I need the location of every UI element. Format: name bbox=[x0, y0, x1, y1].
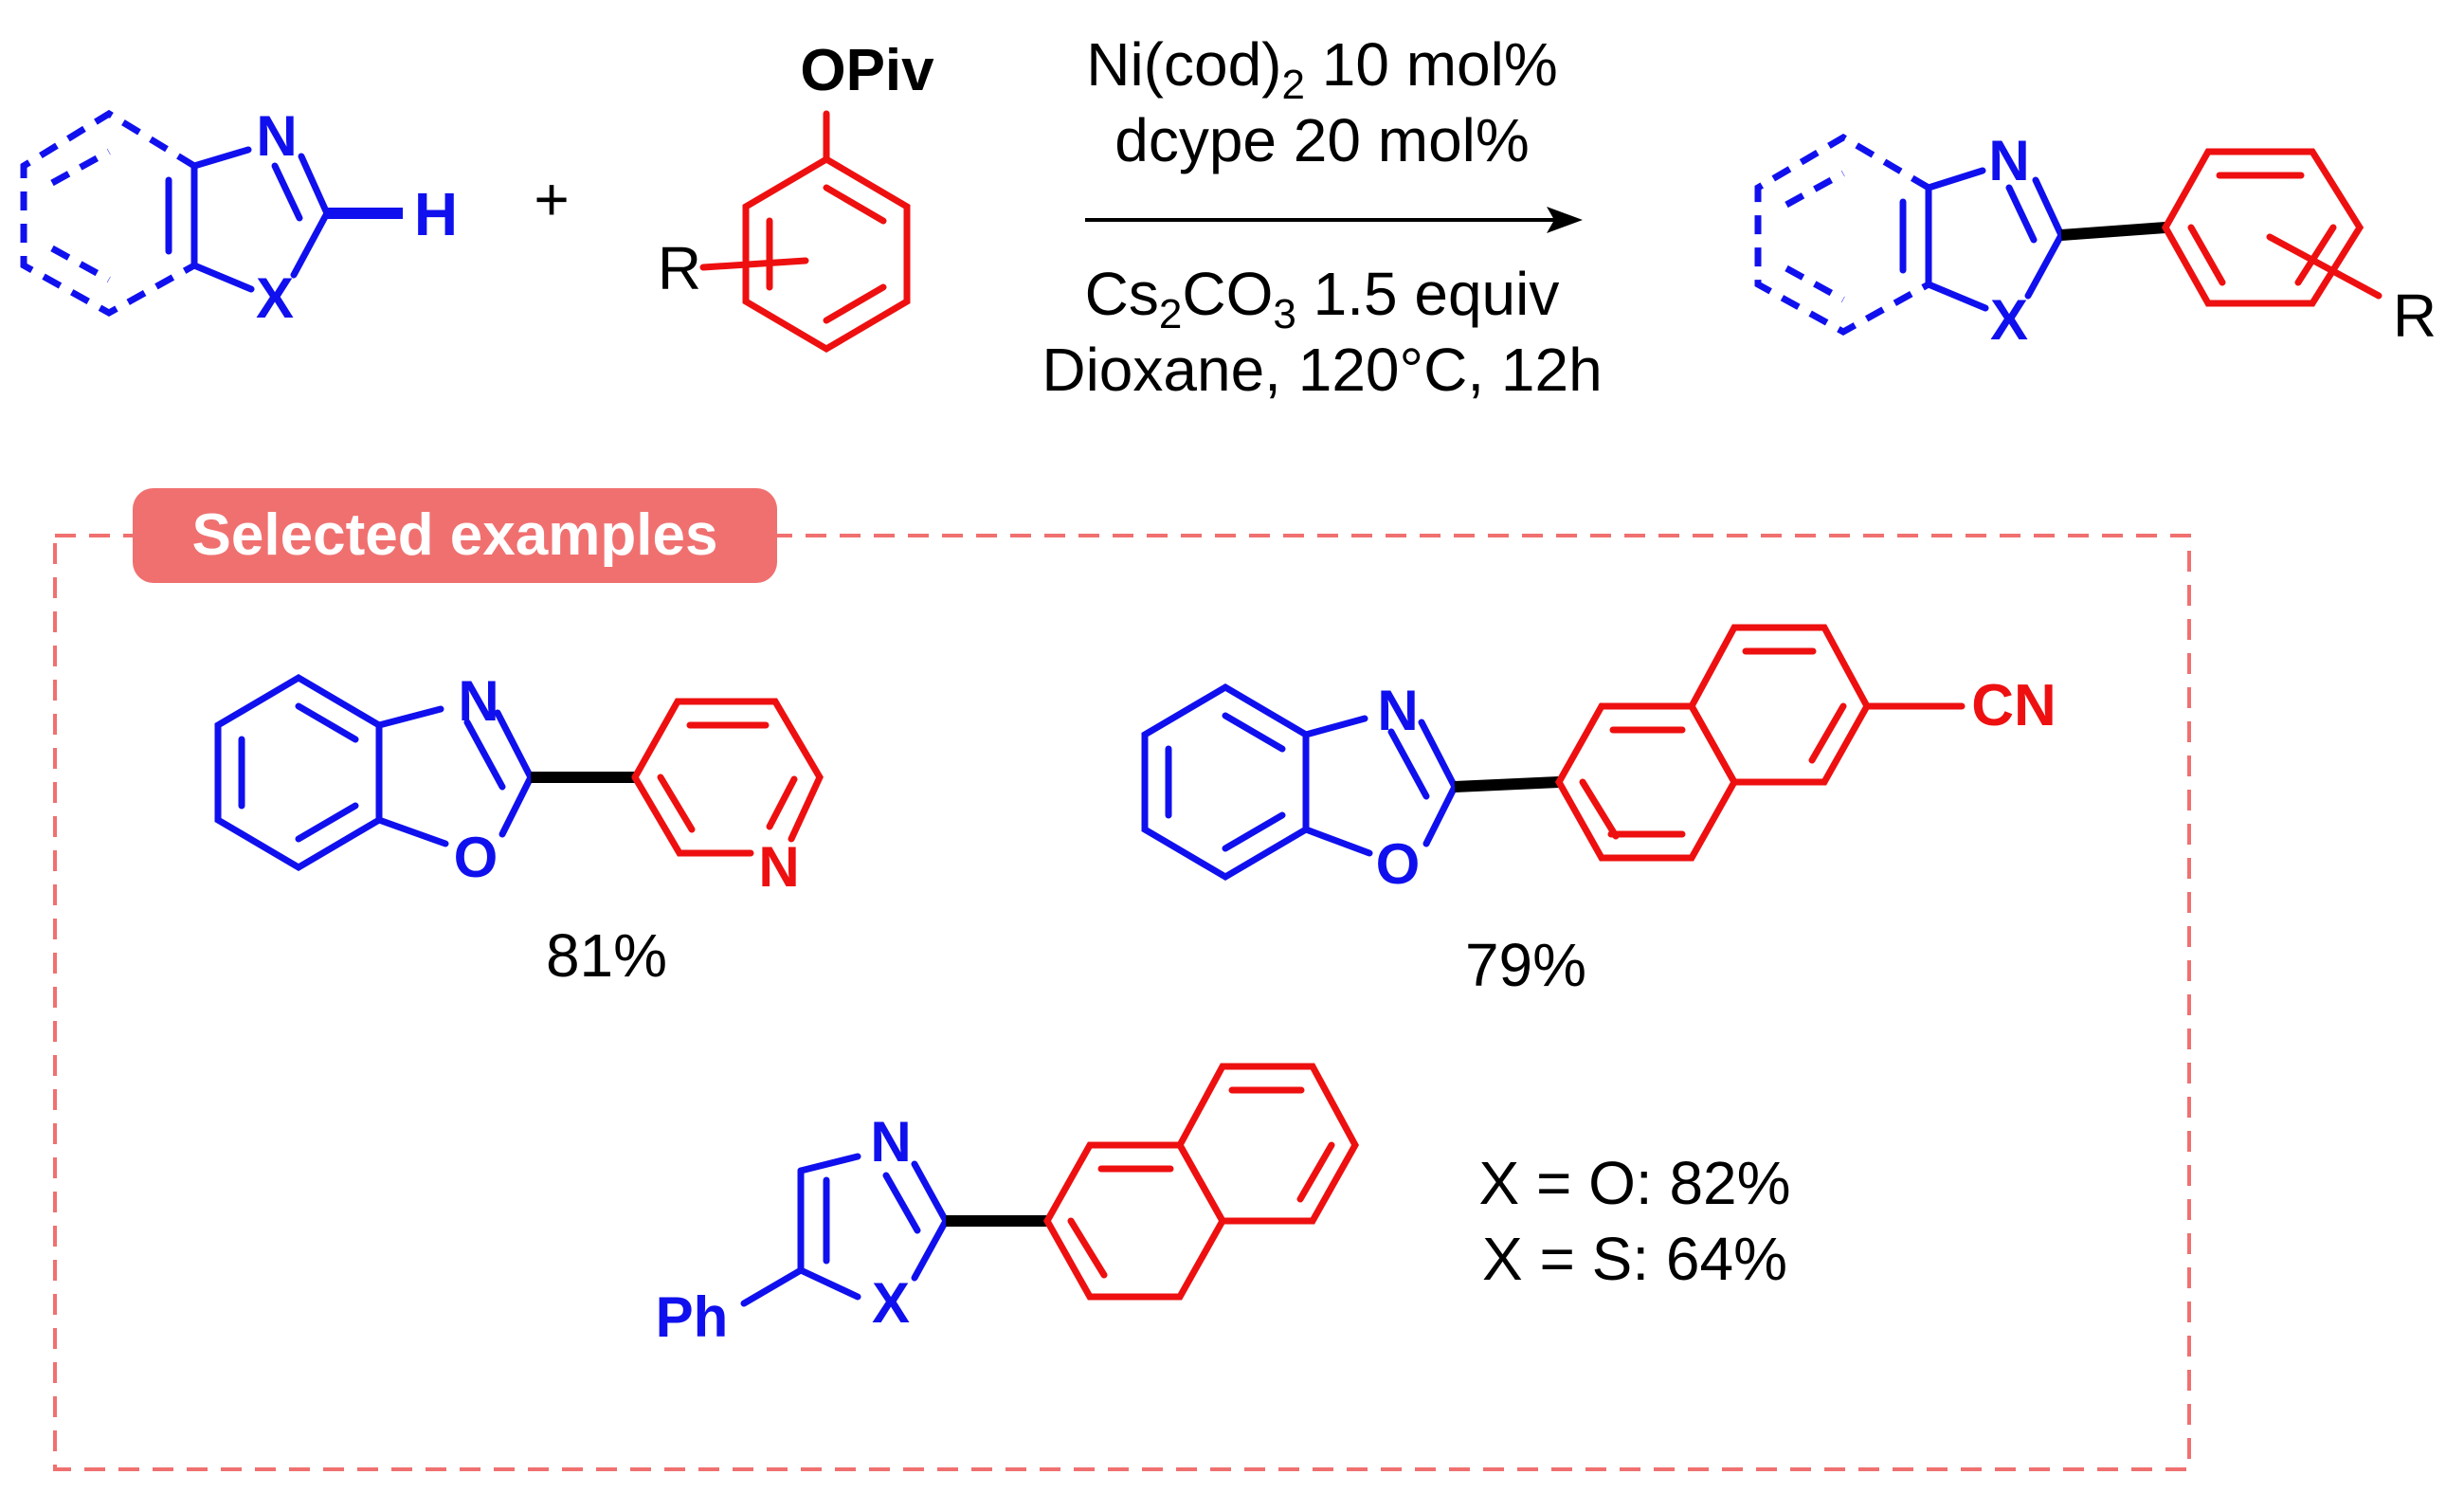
ex2-atom-n: N bbox=[1377, 679, 1418, 742]
example-2: N O CN 79% bbox=[1141, 624, 2056, 999]
r-label: R bbox=[658, 234, 701, 302]
plus-sign: + bbox=[534, 165, 569, 233]
example-1: N O N 81% bbox=[214, 669, 824, 990]
ligand-line: dcype 20 mol% bbox=[1114, 106, 1530, 174]
examples-badge bbox=[133, 488, 777, 583]
ex3-atom-x: X bbox=[872, 1271, 910, 1335]
product-atom-x: X bbox=[1990, 288, 2028, 352]
examples-title: Selected examples bbox=[192, 502, 718, 568]
atom-x: X bbox=[256, 266, 294, 330]
ex1-atom-n: N bbox=[458, 669, 498, 733]
example-3: N X Ph X = O: 82% X = S: 64% bbox=[656, 1063, 1791, 1349]
base-line: Cs2CO3 1.5 equiv bbox=[1085, 260, 1560, 337]
reactant-heteroarene: N X H bbox=[20, 104, 458, 330]
ex2-yield: 79% bbox=[1465, 931, 1586, 999]
ex3-atom-n: N bbox=[870, 1110, 911, 1174]
opiv-label: OPiv bbox=[800, 38, 934, 103]
product-atom-n: N bbox=[1988, 129, 2029, 192]
ex1-pyridine-n: N bbox=[758, 835, 799, 899]
atom-h: H bbox=[414, 180, 458, 248]
solvent-line: Dioxane, 120°C, 12h bbox=[1042, 336, 1602, 404]
ex1-yield: 81% bbox=[546, 921, 667, 990]
product: N X R bbox=[1754, 129, 2437, 352]
atom-n: N bbox=[256, 104, 297, 168]
catalyst-line: Ni(cod)2 10 mol% bbox=[1086, 30, 1558, 108]
ex3-ph-group: Ph bbox=[656, 1285, 729, 1349]
ex2-cn-group: CN bbox=[1971, 673, 2056, 738]
ex3-yield-o: X = O: 82% bbox=[1478, 1149, 1790, 1217]
ex1-atom-o: O bbox=[454, 826, 498, 889]
reaction-conditions: Ni(cod)2 10 mol% dcype 20 mol% Cs2CO3 1.… bbox=[1042, 30, 1602, 404]
ex2-atom-o: O bbox=[1376, 832, 1421, 896]
examples-box bbox=[53, 534, 2191, 1471]
ex3-yield-s: X = S: 64% bbox=[1482, 1225, 1787, 1293]
reactant-aryl-pivalate: OPiv R bbox=[658, 38, 934, 354]
product-r-label: R bbox=[2393, 282, 2437, 350]
